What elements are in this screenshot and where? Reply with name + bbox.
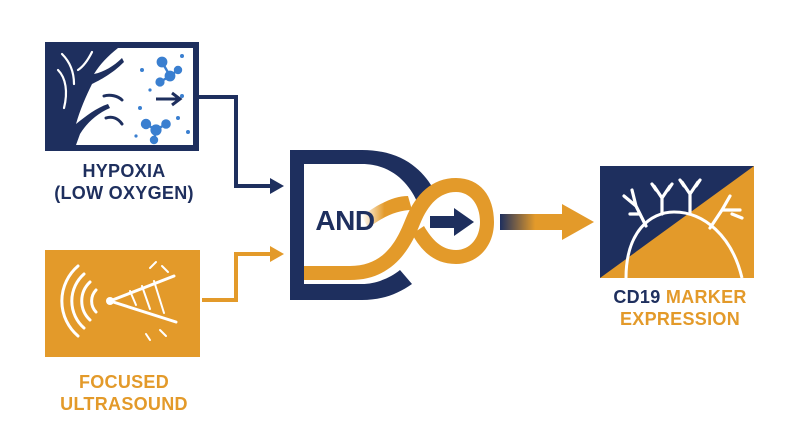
- marker-word: MARKER: [665, 287, 747, 307]
- hypoxia-label-line2: (LOW OXYGEN): [54, 183, 194, 203]
- ultrasound-icon: [45, 250, 200, 357]
- cd19-output-label: CD19 MARKER EXPRESSION: [592, 286, 768, 330]
- antibody-icons: [622, 178, 744, 230]
- arrow-head-ultrasound: [270, 246, 284, 262]
- molecule-icon: [155, 56, 183, 87]
- cell-receptor-icon: [600, 166, 754, 278]
- expression-word: EXPRESSION: [619, 309, 741, 329]
- connector-hypoxia: [198, 95, 270, 188]
- cd19-word: CD19: [613, 287, 661, 307]
- connector-ultrasound: [202, 252, 270, 302]
- output-arrow: [500, 204, 594, 240]
- arrow-head-hypoxia: [270, 178, 284, 194]
- and-gate-label: AND: [315, 205, 375, 236]
- cd19-output-line1: CD19 MARKER: [592, 286, 768, 308]
- hypoxia-label: HYPOXIA (LOW OXYGEN): [40, 160, 208, 204]
- and-gate-icon: [290, 150, 494, 300]
- focused-ultrasound-label: FOCUSED ULTRASOUND: [40, 371, 208, 415]
- focused-ultrasound-label-line2: ULTRASOUND: [60, 394, 188, 414]
- focused-ultrasound-label-line1: FOCUSED: [78, 372, 170, 392]
- tree-icon: [51, 48, 124, 145]
- hypoxia-label-line1: HYPOXIA: [82, 161, 166, 181]
- hypoxia-icon: [45, 42, 199, 151]
- arrow-right-icon: [156, 91, 183, 107]
